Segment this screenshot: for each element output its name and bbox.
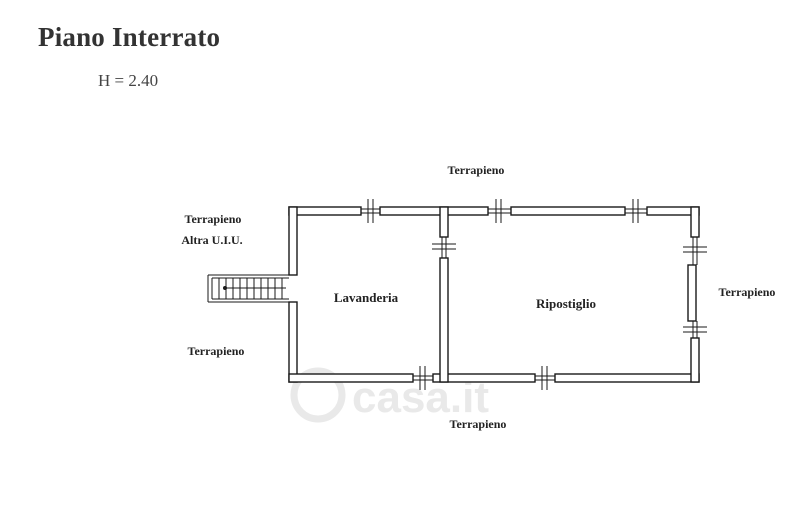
- room-label-lavanderia: Lavanderia: [334, 290, 399, 305]
- wall-left-lower: [288, 301, 298, 383]
- door-partition: [432, 237, 456, 258]
- wall-top-left: [288, 206, 362, 216]
- wall-right-lower: [690, 337, 700, 383]
- watermark-logo-icon: [290, 367, 346, 423]
- wall-top-mid-right: [510, 206, 626, 216]
- wall-bottom-right: [554, 373, 700, 383]
- wall-right-mid: [687, 264, 697, 322]
- label-terrapieno-upper-left: Terrapieno: [185, 212, 242, 226]
- wall-left-upper: [288, 206, 298, 276]
- walls: [288, 206, 700, 383]
- window-top-2: [488, 199, 511, 223]
- page-title: Piano Interrato: [38, 22, 221, 52]
- window-top-3: [625, 199, 647, 223]
- wall-bottom-mid: [432, 373, 536, 383]
- label-terrapieno-bottom: Terrapieno: [450, 417, 507, 431]
- wall-partition-lower: [439, 257, 449, 383]
- wall-bottom-left: [288, 373, 414, 383]
- wall-partition-upper: [439, 206, 449, 238]
- window-top-1: [361, 199, 380, 223]
- label-altra-uiu: Altra U.I.U.: [181, 233, 242, 247]
- window-markers: [361, 199, 707, 390]
- window-bottom-1: [413, 366, 433, 390]
- wall-right-upper: [690, 206, 700, 238]
- wall-top-mid-left: [379, 206, 489, 216]
- label-terrapieno-right: Terrapieno: [719, 285, 776, 299]
- ceiling-height-note: H = 2.40: [98, 71, 159, 90]
- staircase: [207, 274, 297, 303]
- window-right-2: [683, 321, 707, 338]
- label-terrapieno-lower-left: Terrapieno: [188, 344, 245, 358]
- room-label-ripostiglio: Ripostiglio: [536, 296, 596, 311]
- label-terrapieno-top: Terrapieno: [448, 163, 505, 177]
- window-bottom-2: [535, 366, 555, 390]
- window-right-1: [683, 237, 707, 265]
